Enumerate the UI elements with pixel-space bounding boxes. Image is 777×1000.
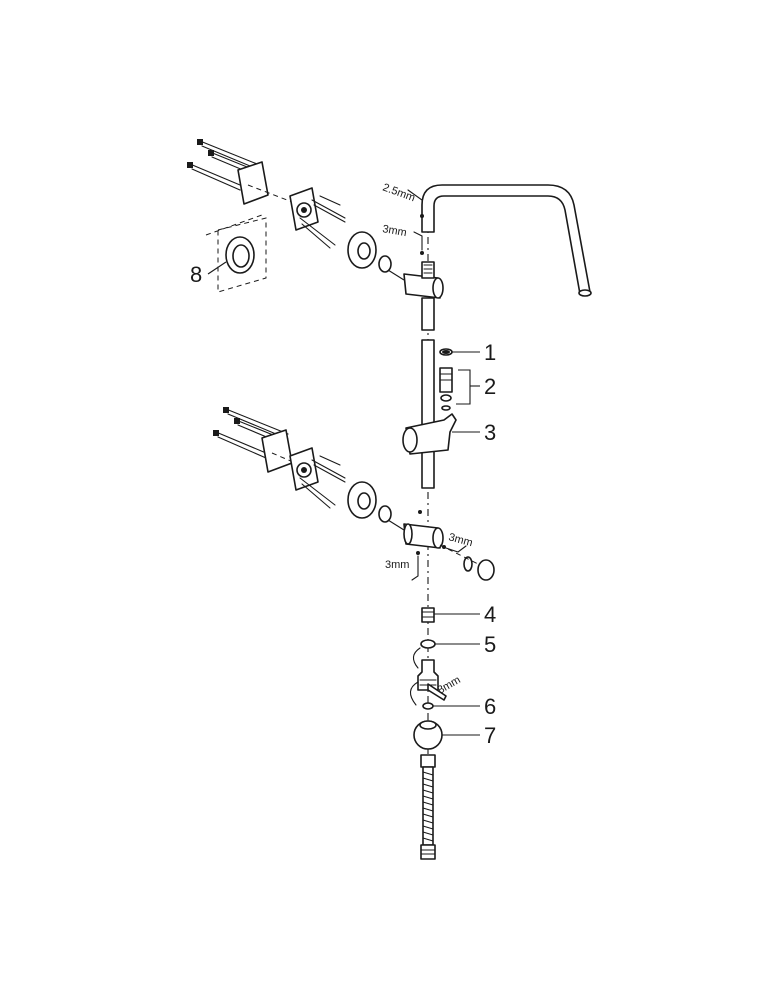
- upper-riser-pipe: [421, 297, 435, 331]
- side-cap: [439, 544, 495, 581]
- screws-top-right: [299, 195, 346, 249]
- hex-key-bottom-left: 3mm: [385, 551, 420, 581]
- top-escutcheon: [347, 231, 377, 269]
- bottom-o-ring: [378, 505, 392, 523]
- hex-key-top: 3mm: [381, 223, 424, 255]
- callout-4: 4: [484, 602, 496, 627]
- callout-6: 6: [484, 694, 496, 719]
- shower-hose: [420, 754, 436, 860]
- part-1-cap: 1: [439, 340, 496, 365]
- callout-3: 3: [484, 420, 496, 445]
- top-wall-plate: [237, 161, 269, 205]
- top-wall-bracket-group: [187, 139, 444, 299]
- callout-8-detail: 8: [190, 217, 267, 293]
- hex-key-top-small: 2.5mm: [381, 182, 424, 218]
- screws-bottom-right: [299, 455, 346, 509]
- upper-connector: [387, 261, 444, 299]
- tool-size-8mm: 8mm: [436, 674, 463, 697]
- top-bracket: [289, 187, 319, 231]
- part-5-seal: 5: [420, 632, 496, 657]
- tool-size-2-5mm: 2.5mm: [381, 182, 417, 205]
- slide-rail: [421, 339, 435, 489]
- shower-arm: [421, 184, 592, 297]
- part-7-ball-joint: 7: [413, 720, 496, 750]
- part-3-slider: 3: [402, 413, 496, 455]
- hex-key-bottom-right: 3mm: [442, 531, 474, 553]
- lower-connector: [387, 510, 444, 549]
- callout-1: 1: [484, 340, 496, 365]
- bottom-escutcheon: [347, 481, 377, 519]
- callout-7: 7: [484, 723, 496, 748]
- callout-5: 5: [484, 632, 496, 657]
- bottom-bracket: [289, 447, 319, 491]
- tool-size-3mm-bottom-left: 3mm: [385, 559, 409, 571]
- part-6-adapter: 8mm 6: [409, 647, 496, 719]
- part-4-nipple: 4: [421, 602, 496, 627]
- bottom-wall-bracket-group: 3mm 3mm: [213, 407, 495, 581]
- tool-size-3mm-bottom-right: 3mm: [447, 531, 474, 549]
- top-o-ring: [378, 255, 392, 273]
- callout-8: 8: [190, 262, 202, 287]
- part-2-holder-joint: 2: [439, 367, 496, 411]
- tool-size-3mm-top: 3mm: [381, 223, 407, 239]
- callout-2: 2: [484, 374, 496, 399]
- bottom-wall-plate: [261, 429, 293, 473]
